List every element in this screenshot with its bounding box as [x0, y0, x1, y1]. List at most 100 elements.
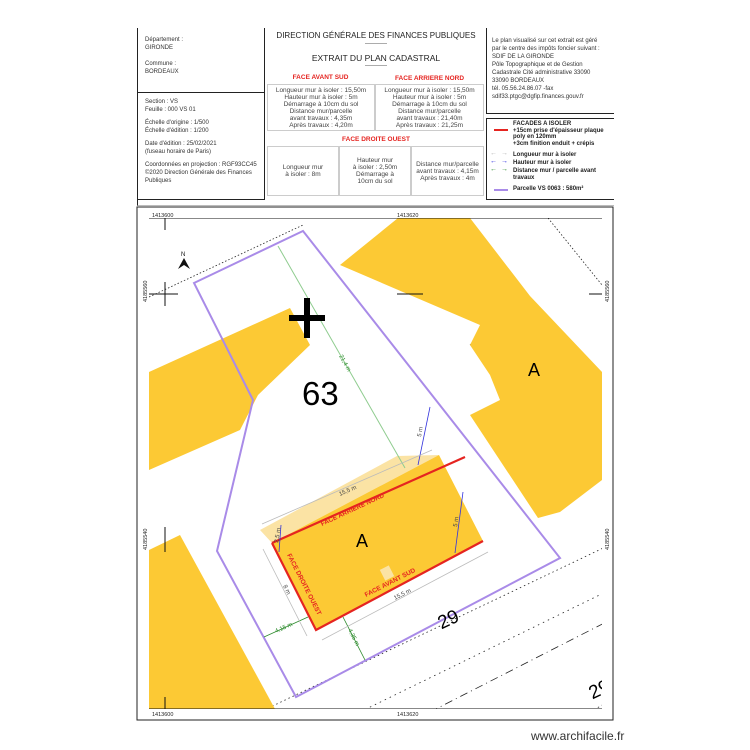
face-spec-line: avant travaux : 4,15m [416, 167, 479, 175]
dim-line-west-height [278, 524, 282, 553]
title-doc: EXTRAIT DU PLAN CADASTRAL [311, 53, 441, 63]
info-line: ©2020 Direction Générale des Finances [145, 170, 252, 176]
face-spec-line: Après travaux : 4,20m [289, 121, 353, 129]
legend-arrows-icon: ←→ [490, 158, 508, 165]
coord-bottom-mid: 1413620 [397, 712, 418, 718]
title-org: DIRECTION GÉNÉRALE DES FINANCES PUBLIQUE… [276, 31, 476, 40]
face-spec-line: Démarrage à 10cm du sol [283, 100, 359, 108]
legend-item: ←→ Distance mur / parcelle avant travaux [487, 166, 611, 181]
face-spec-line: Longueur mur à isoler : 15,50m [384, 86, 475, 94]
legend-label: Parcelle VS 0063 : 580m² [513, 186, 584, 192]
info-line: Publiques [145, 178, 172, 184]
face-spec-line: Distance mur/parcelle [398, 107, 461, 115]
legend-item: ←→Longueur mur à isoler [487, 150, 611, 159]
coord-top-left: 1413600 [152, 213, 173, 219]
dim-line-north-length [261, 449, 433, 525]
cadastre-office-line: SDIF DE LA GIRONDE [492, 54, 555, 60]
face-spec-line: Après travaux : 21,25m [395, 121, 464, 129]
parcel-number: 63 [302, 375, 339, 412]
dept-label: Département : [145, 37, 184, 43]
legend-item: Parcelle VS 0063 : 580m² [487, 186, 611, 193]
face-spec-line: Hauteur mur à isoler : 5m [284, 93, 358, 101]
face-sud-title: FACE AVANT SUD [292, 74, 349, 81]
info-line: Section : VS [145, 99, 179, 105]
face-spec-line: avant travaux : 4,35m [289, 114, 353, 122]
face-spec-line: avant travaux : 21,40m [396, 114, 463, 122]
cadastre-office-line: 33090 BORDEAUX [492, 78, 545, 84]
north-label: N [181, 252, 185, 258]
building-neighbor-left [149, 308, 310, 470]
legend-label: Distance mur / parcelle avant travaux [513, 168, 597, 181]
face-spec-line: Démarrage à [356, 171, 394, 178]
dim-west-height: 2,5 m [274, 528, 283, 544]
face-spec-line: Longueur mur [282, 164, 324, 171]
header-left-bottom: Section : VS Feuille : 000 VS 01 Échelle d… [137, 92, 265, 200]
window-mark [379, 565, 395, 581]
commune-label: Commune : [145, 61, 177, 67]
dim-south-height: 5 m [453, 517, 460, 528]
legend-arrows-icon: ←→ [490, 150, 508, 157]
face-spec-line: Longueur mur à isoler : 15,50m [275, 86, 367, 94]
building-main [272, 455, 483, 630]
header-left-top: Département : GIRONDE Commune : BORDEAUX [145, 36, 250, 76]
cadastre-office-line: tél. 05.56.24.86.07 -fax [492, 86, 554, 92]
dim-line-west-distance [263, 616, 309, 638]
face-spec-line: à isoler : 2,50m [352, 164, 398, 171]
header-divider-v [264, 28, 265, 92]
building-neighbor-bottom-left [149, 535, 275, 709]
legend-item: FACADES A ISOLER +15cm prise d'épaisseur… [487, 121, 611, 147]
header-right-info: Le plan visualisé sur cet extrait est gé… [486, 28, 614, 114]
dim-line-south-distance [342, 616, 366, 661]
cadastre-office-line: sdif33.ptgc@dgfip.finances.gouv.fr [492, 94, 584, 100]
dim-south-distance: 4,35 m [346, 628, 360, 647]
face-spec-line: 10cm du sol [357, 178, 393, 185]
coord-right-lower: 4185540 [605, 529, 611, 550]
info-line: (fuseau horaire de Paris) [145, 149, 212, 155]
dim-west-distance: 4,15 m [274, 622, 293, 635]
cadastre-office-line: Pôle Topographique et de Gestion [492, 62, 583, 68]
dim-north-height: 5 m [417, 426, 425, 437]
info-line: Échelle d'édition : 1/200 [145, 128, 209, 134]
info-line: Date d'édition : 25/02/2021 [145, 141, 217, 147]
dim-line-north-distance [277, 245, 406, 469]
face-nord-title: FACE ARRIERE NORD [394, 75, 465, 82]
face-spec-line: Distance mur/parcelle [289, 107, 353, 115]
info-line: Feuille : 000 VS 01 [145, 107, 196, 113]
legend-line-swatch [487, 186, 513, 192]
commune-value: BORDEAUX [145, 69, 179, 75]
building-label-main: A [356, 531, 368, 551]
legend-box: FACADES A ISOLER +15cm prise d'épaisseur… [486, 118, 614, 200]
title-sep-1: ----------- [365, 41, 387, 47]
dim-line-south-length [321, 551, 489, 641]
coord-left-lower: 4185540 [143, 529, 149, 550]
facades-to-insulate [271, 455, 484, 632]
dept-value: GIRONDE [145, 45, 174, 51]
watermark[interactable]: www.archifacile.fr [531, 729, 625, 743]
dim-line-west-length [262, 548, 308, 637]
street-number-partial: 29 [586, 676, 614, 704]
legend-line-swatch [487, 121, 513, 131]
cadastre-office-line: par le centre des impôts foncier suivant… [492, 46, 600, 52]
building-neighbor-right [340, 218, 602, 518]
coord-left-upper: 4185560 [143, 281, 149, 302]
legend-item: ←→Hauteur mur à isoler [487, 158, 611, 167]
legend-arrows-icon: ←→ [490, 166, 508, 173]
dim-line-south-height [454, 491, 464, 554]
face-spec-line: à isoler : 8m [285, 171, 321, 178]
parcel-boundary [192, 229, 562, 699]
building-label-neighbor: A [528, 360, 540, 380]
cadastre-office-line: Le plan visualisé sur cet extrait est gé… [492, 38, 598, 44]
face-spec-line: Après travaux : 4m [420, 174, 475, 182]
cross-marker [289, 298, 325, 338]
coord-top-mid: 1413620 [397, 213, 418, 219]
face-spec-line: Démarrage à 10cm du sol [392, 100, 467, 108]
info-line: Coordonnées en projection : RGF93CC45 [145, 162, 257, 168]
face-spec-line: Hauteur mur à isoler : 5m [392, 93, 467, 101]
building-annex-light [260, 455, 439, 543]
dim-west-length: 8 m [281, 584, 291, 596]
